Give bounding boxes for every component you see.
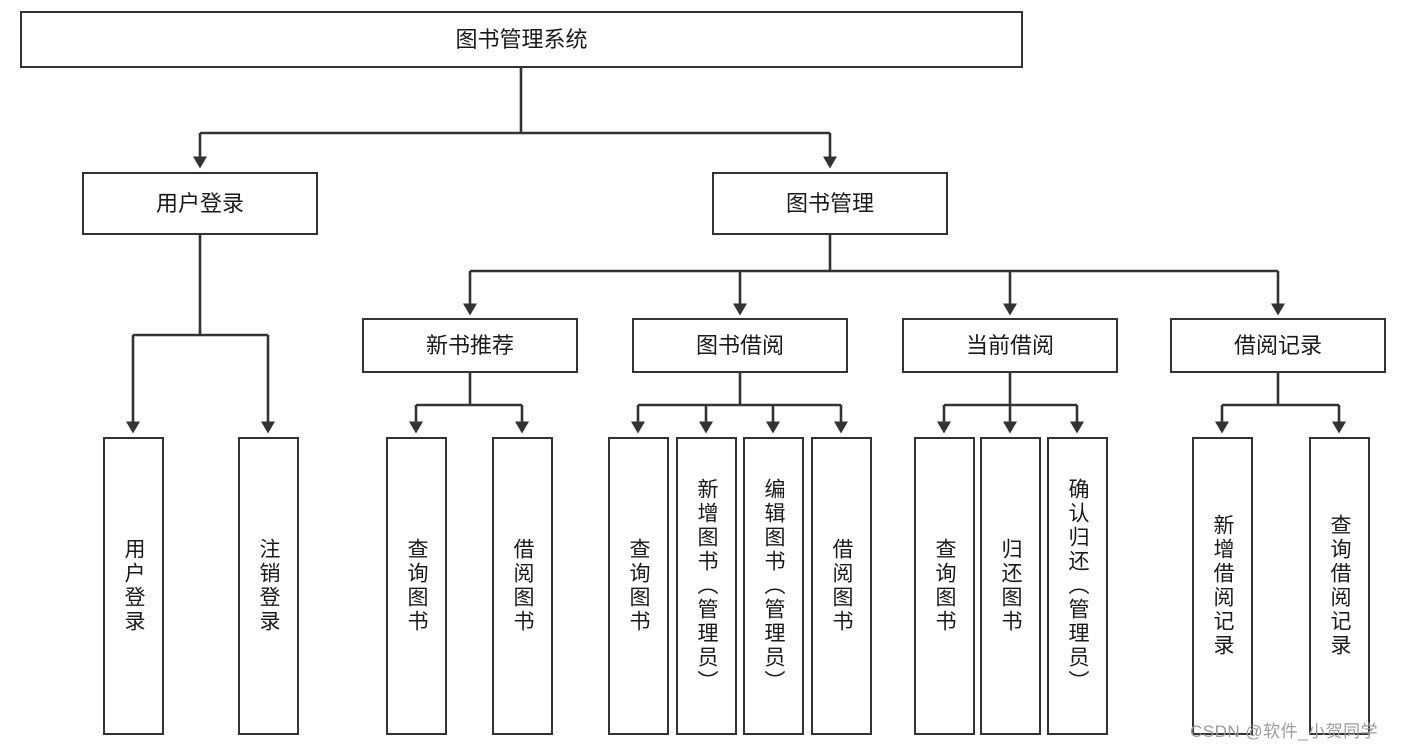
leaf-current-query-book-label: 查询图书 bbox=[933, 538, 956, 634]
node-new-book-recommend-label: 新书推荐 bbox=[425, 332, 514, 358]
leaf-new-book-query[interactable]: 查询图书 bbox=[386, 437, 447, 735]
node-root[interactable]: 图书管理系统 bbox=[20, 11, 1023, 68]
node-new-book-recommend[interactable]: 新书推荐 bbox=[362, 318, 578, 373]
leaf-records-query-label: 查询借阅记录 bbox=[1328, 514, 1351, 658]
node-user-login-label: 用户登录 bbox=[155, 190, 244, 216]
leaf-new-book-query-label: 查询图书 bbox=[405, 538, 428, 634]
node-book-borrow-label: 图书借阅 bbox=[695, 332, 784, 358]
leaf-records-add-label: 新增借阅记录 bbox=[1211, 514, 1234, 658]
leaf-current-confirm-return[interactable]: 确认归还（管理员） bbox=[1047, 437, 1108, 735]
leaf-borrow-edit-book[interactable]: 编辑图书（管理员） bbox=[743, 437, 804, 735]
leaf-user-login-signin[interactable]: 用户登录 bbox=[103, 437, 164, 735]
leaf-records-add[interactable]: 新增借阅记录 bbox=[1192, 437, 1253, 735]
node-current-borrow-label: 当前借阅 bbox=[965, 332, 1054, 358]
leaf-borrow-add-book-label: 新增图书（管理员） bbox=[695, 478, 718, 694]
node-book-management-label: 图书管理 bbox=[785, 190, 874, 216]
leaf-borrow-query-book-label: 查询图书 bbox=[627, 538, 650, 634]
leaf-current-confirm-return-label: 确认归还（管理员） bbox=[1066, 478, 1089, 694]
leaf-user-login-signout-label: 注销登录 bbox=[257, 538, 280, 634]
csdn-watermark: CSDN @软件_小贺同学 bbox=[1190, 722, 1379, 741]
node-borrow-records-label: 借阅记录 bbox=[1233, 332, 1322, 358]
leaf-current-query-book[interactable]: 查询图书 bbox=[914, 437, 975, 735]
leaf-new-book-borrow-label: 借阅图书 bbox=[511, 538, 534, 634]
leaf-borrow-edit-book-label: 编辑图书（管理员） bbox=[762, 478, 785, 694]
node-book-management[interactable]: 图书管理 bbox=[712, 172, 948, 235]
leaf-borrow-borrow-book-label: 借阅图书 bbox=[830, 538, 853, 634]
leaf-borrow-add-book[interactable]: 新增图书（管理员） bbox=[676, 437, 737, 735]
leaf-user-login-signout[interactable]: 注销登录 bbox=[238, 437, 299, 735]
leaf-new-book-borrow[interactable]: 借阅图书 bbox=[492, 437, 553, 735]
leaf-user-login-signin-label: 用户登录 bbox=[122, 538, 145, 634]
leaf-current-return-book[interactable]: 归还图书 bbox=[980, 437, 1041, 735]
leaf-current-return-book-label: 归还图书 bbox=[999, 538, 1022, 634]
leaf-borrow-query-book[interactable]: 查询图书 bbox=[608, 437, 669, 735]
node-current-borrow[interactable]: 当前借阅 bbox=[902, 318, 1118, 373]
node-user-login[interactable]: 用户登录 bbox=[82, 172, 318, 235]
leaf-borrow-borrow-book[interactable]: 借阅图书 bbox=[811, 437, 872, 735]
leaf-records-query[interactable]: 查询借阅记录 bbox=[1309, 437, 1370, 735]
node-book-borrow[interactable]: 图书借阅 bbox=[632, 318, 848, 373]
node-root-label: 图书管理系统 bbox=[455, 26, 588, 52]
node-borrow-records[interactable]: 借阅记录 bbox=[1170, 318, 1386, 373]
